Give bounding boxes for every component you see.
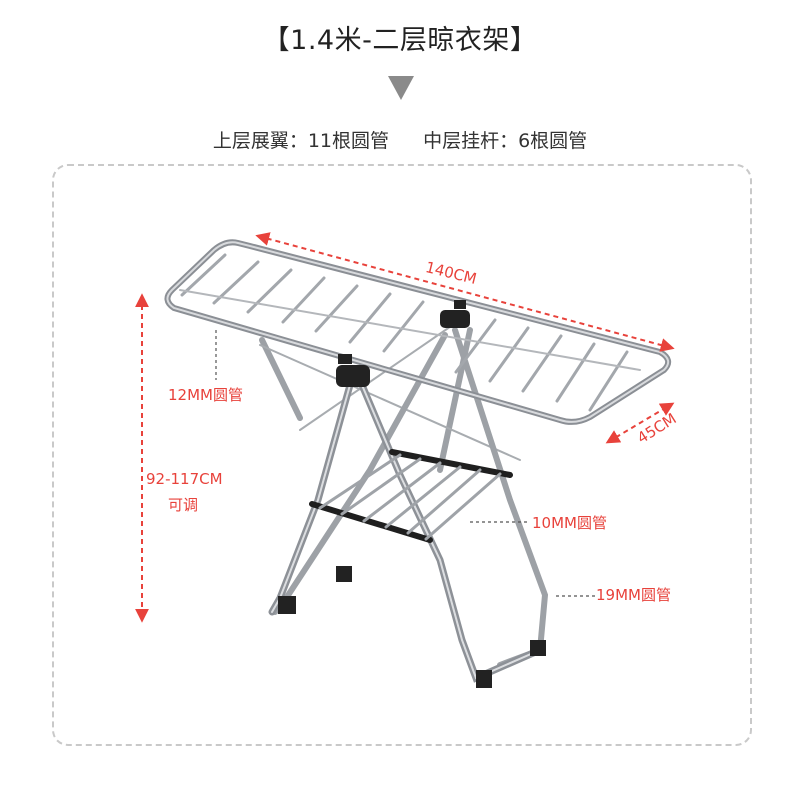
top-tube-label: 12MM圆管: [168, 386, 243, 404]
dimension-lines: [135, 232, 675, 623]
arrow-down-icon: [388, 76, 414, 100]
height-label: 92-117CM: [146, 470, 223, 488]
product-title: 【1.4米-二层晾衣架】: [262, 25, 538, 56]
leg-tube-label: 19MM圆管: [596, 586, 671, 604]
height-note-label: 可调: [168, 496, 199, 514]
lower-shelf: [309, 449, 513, 543]
product-frame: [52, 164, 752, 746]
spec-line: 上层展翼：11根圆管 中层挂杆：6根圆管: [0, 126, 800, 153]
mid-tube-label: 10MM圆管: [532, 514, 607, 532]
middle-spec-text: 中层挂杆：6根圆管: [423, 130, 588, 152]
upper-spec-text: 上层展翼：11根圆管: [212, 130, 390, 152]
